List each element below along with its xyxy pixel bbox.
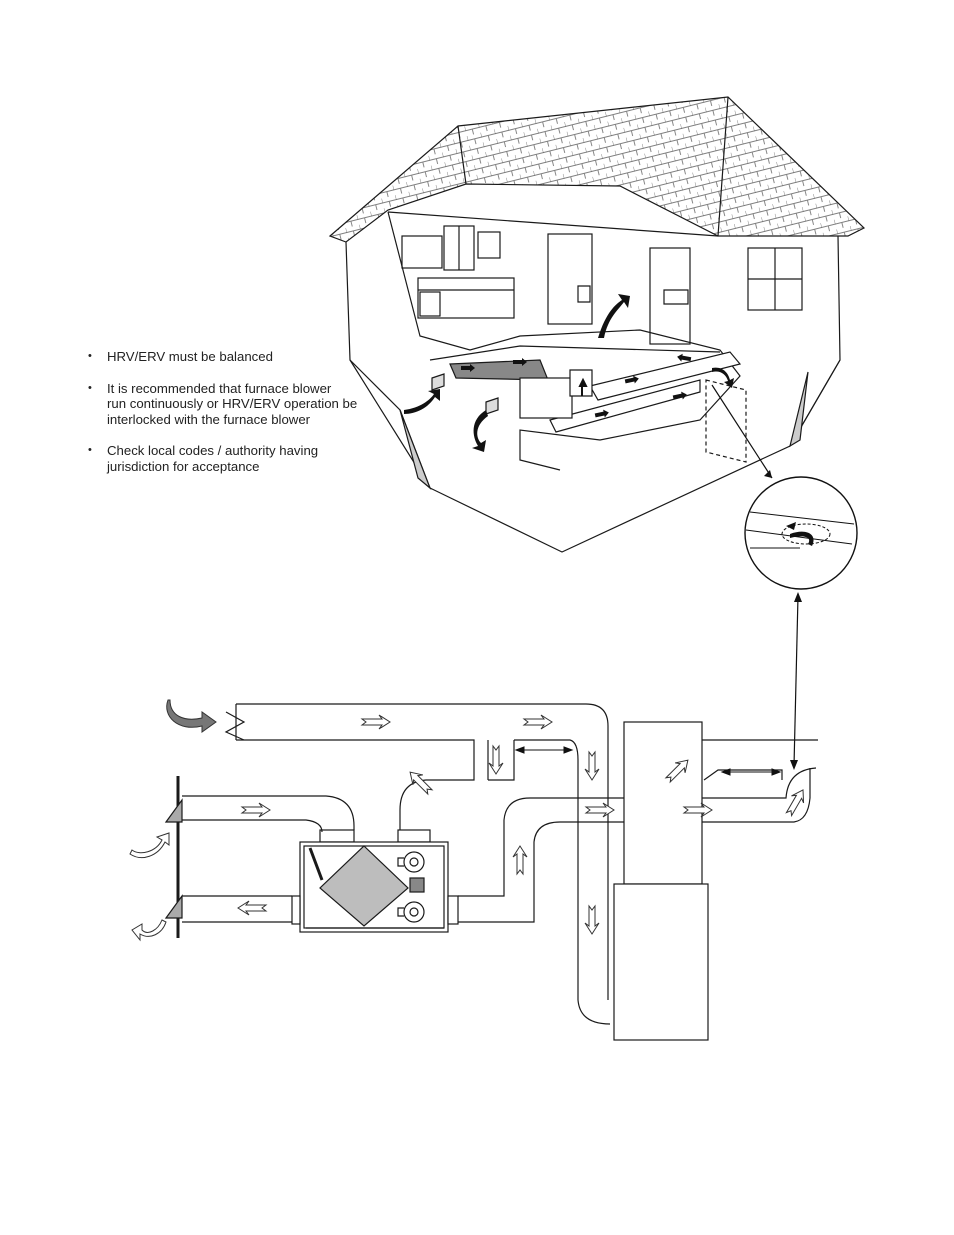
outdoor-intake-duct (236, 703, 611, 1025)
note-item: Check local codes / authority having jur… (88, 443, 388, 474)
blower-fan-icon (397, 851, 425, 923)
intake-hood-left (164, 894, 183, 919)
dimension-arrows (514, 746, 782, 776)
house-airflow-arrows (404, 294, 734, 452)
note-item: It is recommended that furnace blower ru… (88, 381, 388, 428)
house-supply-duct (549, 379, 701, 433)
exhaust-hood-left (164, 798, 183, 823)
outdoor-air-arrow-icon (129, 699, 217, 858)
furnace (613, 883, 709, 1041)
furnace-plenum (623, 721, 703, 885)
hrv-supply-duct (458, 797, 624, 923)
house-cutaway (328, 96, 866, 553)
supply-trunk-duct (702, 739, 818, 823)
note-item: HRV/ERV must be balanced (88, 349, 388, 365)
installation-notes: HRV/ERV must be balanced It is recommend… (88, 349, 388, 491)
house-hrv-unit (519, 377, 573, 419)
exhaust-air-arrow-icon (131, 919, 167, 942)
heat-recovery-core-icon (319, 845, 409, 927)
roof (328, 96, 866, 243)
mechanical-detail (164, 703, 818, 1041)
detail-callout-magnifier-icon (711, 384, 858, 770)
house-trunk-duct (589, 351, 742, 401)
